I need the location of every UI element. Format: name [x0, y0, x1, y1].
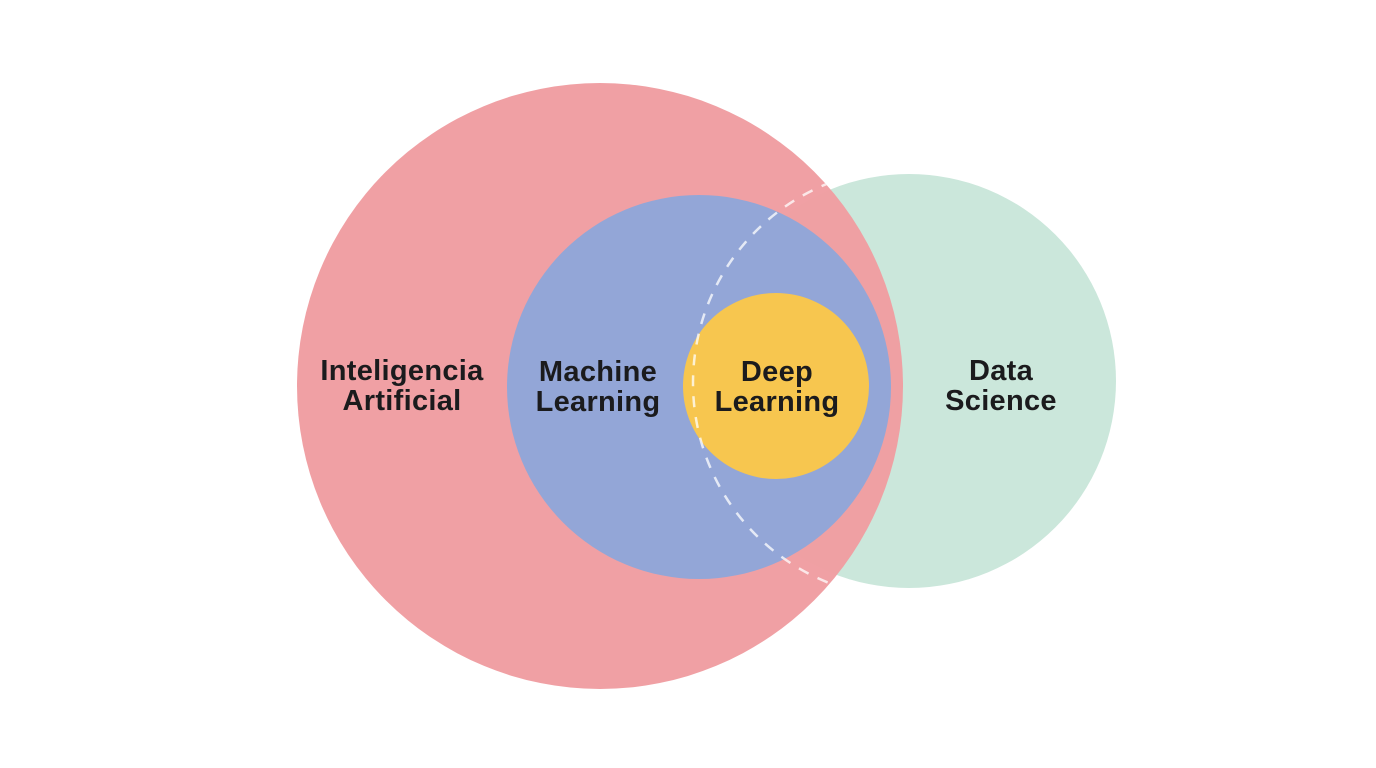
deep-learning-circle: [683, 293, 869, 479]
data-science-hidden-boundary-dashed: [691, 166, 903, 600]
